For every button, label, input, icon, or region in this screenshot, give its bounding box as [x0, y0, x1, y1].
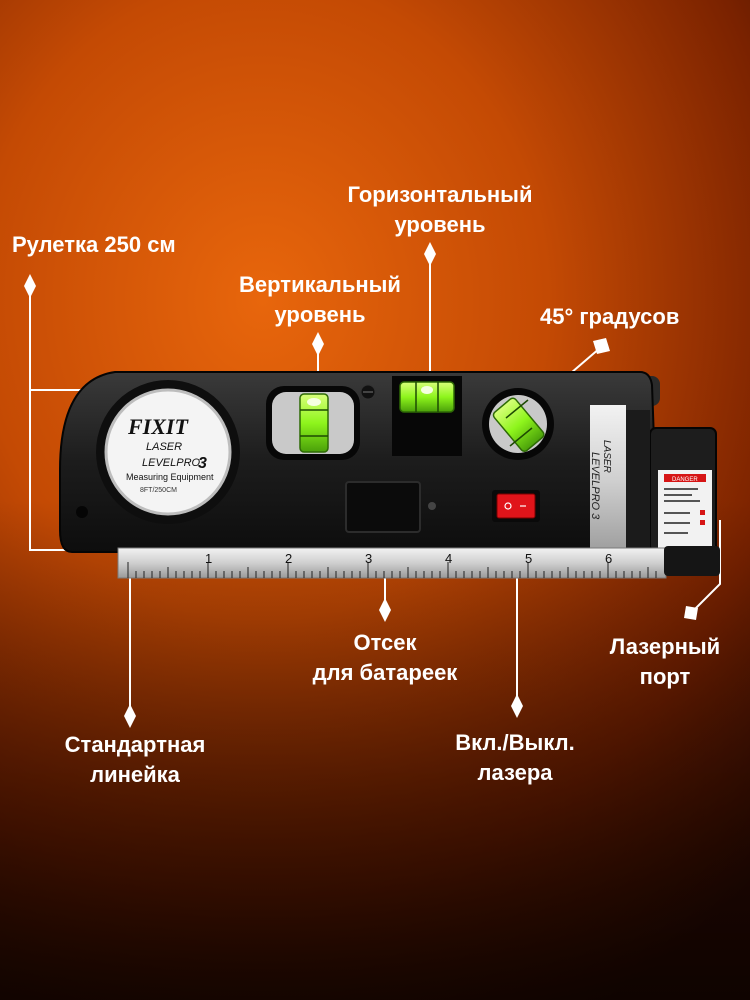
metal-band: [590, 405, 626, 557]
ruler-numbers: 1 2 3 4 5 6: [205, 551, 612, 566]
tape-window: [104, 388, 232, 516]
label-vertical-level: Вертикальный уровень: [200, 270, 440, 330]
bubble-45: [492, 397, 545, 453]
logo-brand: FIXIT: [127, 414, 189, 439]
label-45-text: 45° градусов: [540, 304, 680, 329]
callout-line-laser: [689, 520, 721, 615]
logo-line2: LEVELPRO: [142, 457, 201, 469]
marker-vertical: [312, 332, 324, 356]
marker-battery: [379, 598, 391, 622]
ruler-number: 4: [445, 551, 452, 566]
label-standard-ruler: Стандартная линейка: [30, 730, 240, 790]
side-text-2: LEVELPRO 3: [589, 452, 601, 520]
marker-45: [593, 338, 610, 354]
ruler-number: 2: [285, 551, 292, 566]
logo-num: 3: [198, 455, 207, 472]
label-laser-port-line2: порт: [639, 664, 691, 689]
marker-horizontal: [424, 242, 436, 266]
label-horizontal-line2: уровень: [394, 212, 486, 237]
label-switch-line1: Вкл./Выкл.: [455, 730, 575, 755]
label-battery-compartment: Отсек для батареек: [280, 628, 490, 688]
side-text: LASER: [601, 440, 612, 473]
horizontal-bubble: [399, 381, 455, 413]
marker-switch: [511, 694, 523, 718]
marker-laser: [684, 606, 698, 620]
battery-compartment: [345, 481, 421, 533]
logo-line3: Measuring Equipment: [126, 472, 214, 482]
ruler-number: 6: [605, 551, 612, 566]
label-horizontal-line1: Горизонтальный: [347, 182, 533, 207]
callout-markers: [24, 242, 698, 728]
marker-ruler: [124, 704, 136, 728]
ruler-ticks: [127, 562, 657, 578]
label-battery-line2: для батареек: [312, 660, 458, 685]
label-laser-switch: Вкл./Выкл. лазера: [420, 728, 610, 788]
label-switch-line2: лазера: [477, 760, 553, 785]
label-tape-measure-text: Рулетка 250 см: [12, 232, 176, 257]
label-laser-port: Лазерный порт: [590, 632, 740, 692]
label-ruler-line1: Стандартная: [64, 732, 206, 757]
ruler-number: 3: [365, 551, 372, 566]
label-45-degrees: 45° градусов: [540, 302, 679, 332]
laser-level-device: FIXIT LASER LEVELPRO 3 Measuring Equipme…: [59, 371, 720, 579]
label-laser-port-line1: Лазерный: [609, 634, 721, 659]
vertical-bubble: [299, 393, 329, 453]
logo-line4: 8FT/250CM: [140, 487, 177, 494]
label-tape-measure: Рулетка 250 см: [12, 230, 176, 260]
label-battery-line1: Отсек: [353, 630, 417, 655]
label-ruler-line2: линейка: [90, 762, 180, 787]
logo-line1: LASER: [146, 441, 182, 453]
power-switch: [496, 493, 536, 519]
screw-hole: [76, 506, 88, 518]
label-vertical-line1: Вертикальный: [239, 272, 401, 297]
ruler-number: 5: [525, 551, 532, 566]
svg-text:DANGER: DANGER: [672, 477, 698, 483]
label-vertical-line2: уровень: [274, 302, 366, 327]
ruler-number: 1: [205, 551, 212, 566]
label-horizontal-level: Горизонтальный уровень: [320, 180, 560, 240]
marker-tape: [24, 274, 36, 298]
